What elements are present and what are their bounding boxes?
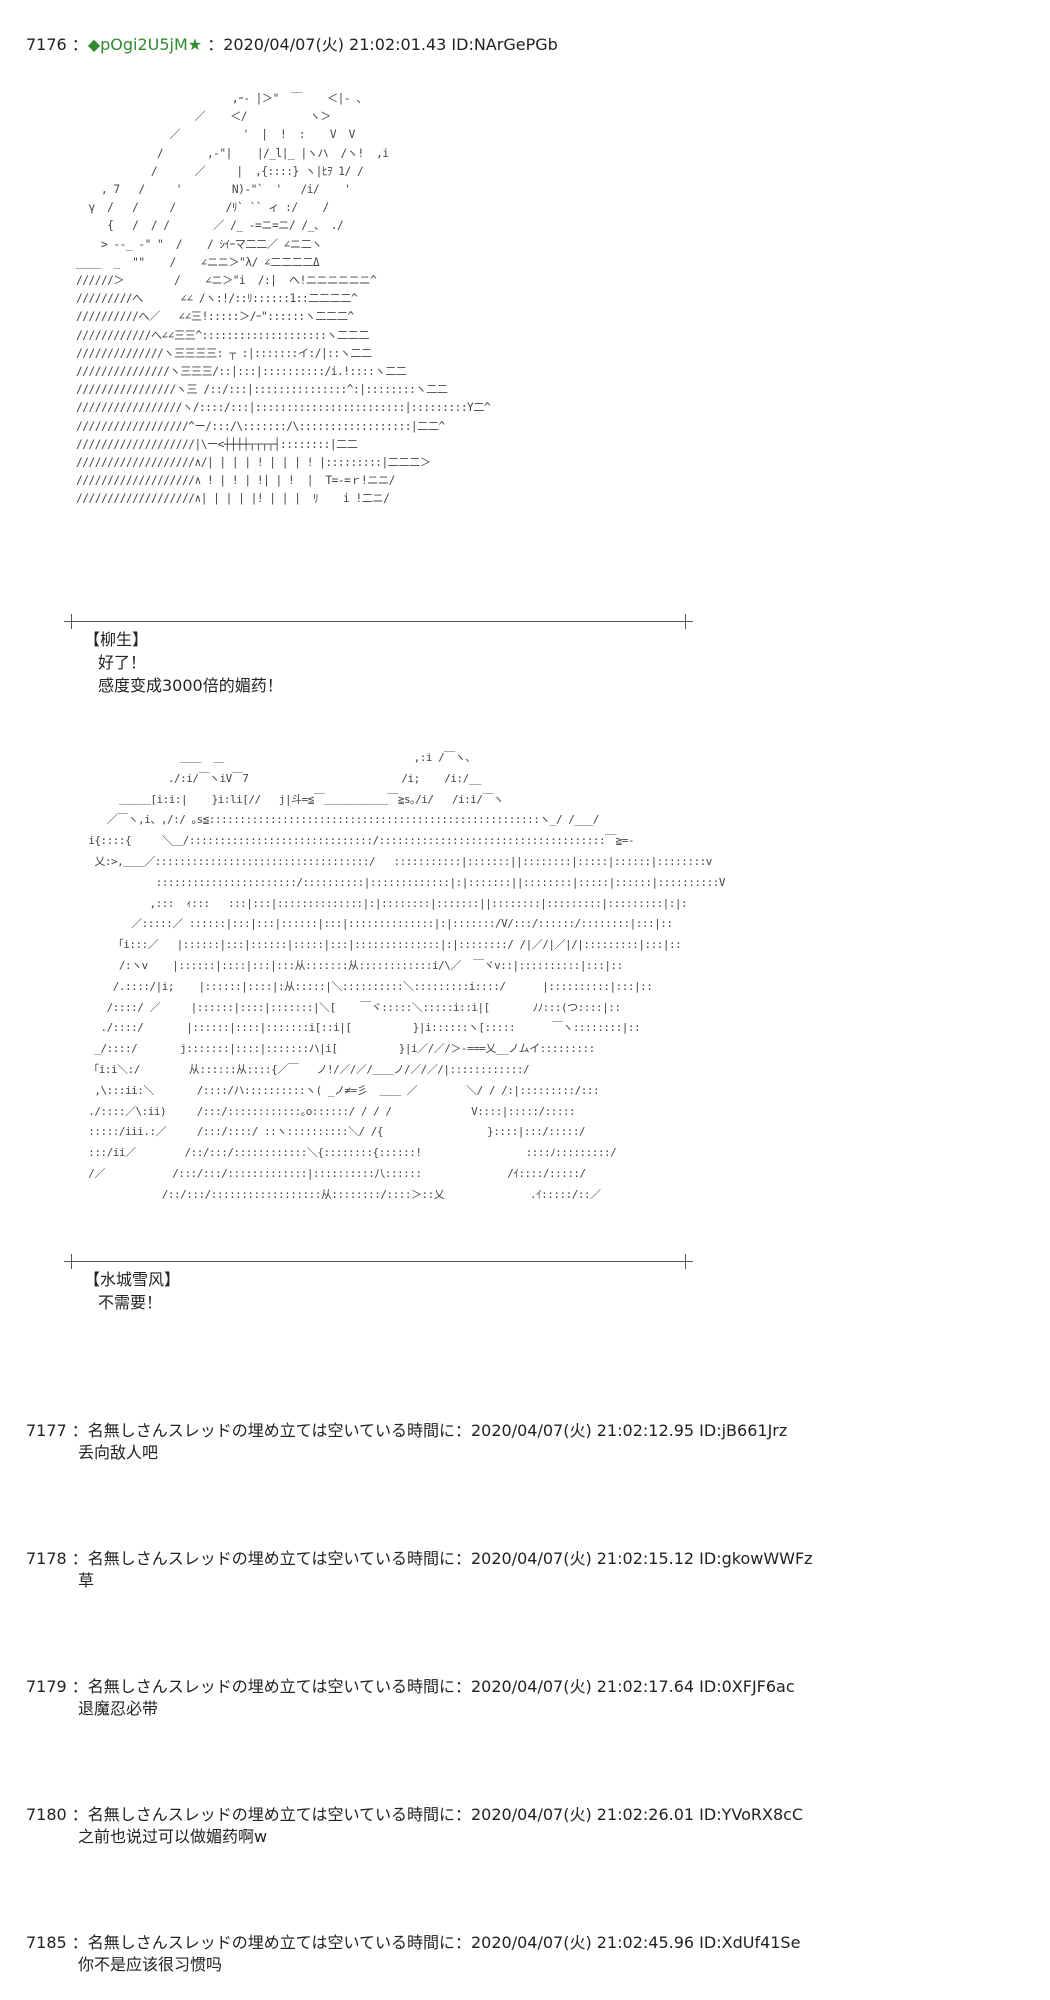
post-number: 7180 (26, 1805, 67, 1824)
divider-line (72, 621, 686, 622)
post-meta: ：名無しさんスレッドの埋め立ては空いている時間に：2020/04/07(火) 2… (66, 1933, 801, 1952)
post-separator: ： (66, 35, 88, 54)
cross-mark (64, 1254, 79, 1269)
ascii-art-yagyu: ,ｰ‐ |＞" ￣ ＜|- 、 ／ ＜/ ヽ＞ ／ ' | ! : V V / … (76, 92, 491, 506)
post-header: 7176 ：◆pOgi2U5jM★ ：2020/04/07(火) 21:02:0… (26, 34, 558, 56)
speaker-label: 【水城雪风】 (84, 1270, 181, 1289)
post-meta: ：名無しさんスレッドの埋め立ては空いている時間に：2020/04/07(火) 2… (66, 1421, 788, 1440)
post-header: 7177 ：名無しさんスレッドの埋め立ては空いている時間に：2020/04/07… (26, 1420, 787, 1442)
speech-line: 好了！ (98, 653, 147, 672)
post-7185: 7185 ：名無しさんスレッドの埋め立ては空いている時間に：2020/04/07… (26, 1932, 800, 1976)
post-body: 之前也说过可以做媚药啊w (78, 1827, 268, 1846)
post-7180: 7180 ：名無しさんスレッドの埋め立ては空いている時間に：2020/04/07… (26, 1804, 803, 1848)
post-number: 7178 (26, 1549, 67, 1568)
post-7177: 7177 ：名無しさんスレッドの埋め立ては空いている時間に：2020/04/07… (26, 1420, 787, 1464)
post-number: 7179 (26, 1677, 67, 1696)
post-number: 7185 (26, 1933, 67, 1952)
post-meta: ：名無しさんスレッドの埋め立ては空いている時間に：2020/04/07(火) 2… (66, 1549, 813, 1568)
speaker-label: 【柳生】 (84, 630, 149, 649)
post-body: 丢向敌人吧 (78, 1443, 159, 1462)
post-body: 你不是应该很习惯吗 (78, 1955, 223, 1974)
speech-yagyu: 【柳生】 好了！ 感度变成3000倍的媚药！ (84, 628, 283, 697)
post-header: 7178 ：名無しさんスレッドの埋め立ては空いている時間に：2020/04/07… (26, 1548, 813, 1570)
post-7176: 7176 ：◆pOgi2U5jM★ ：2020/04/07(火) 21:02:0… (26, 34, 558, 56)
speech-line: 不需要！ (98, 1293, 163, 1312)
ascii-art-mizuki: ＿＿ ＿ ,:i /￣ヽ、 ./:i/￣ヽiV￣7 /i; /i:/__ ＿＿＿… (88, 751, 725, 1201)
post-header: 7180 ：名無しさんスレッドの埋め立ては空いている時間に：2020/04/07… (26, 1804, 803, 1826)
post-header: 7179 ：名無しさんスレッドの埋め立ては空いている時間に：2020/04/07… (26, 1676, 795, 1698)
divider-line (72, 1261, 686, 1262)
tripcode: pOgi2U5jM (100, 35, 188, 54)
post-number: 7176 (26, 35, 67, 54)
post-header: 7185 ：名無しさんスレッドの埋め立ては空いている時間に：2020/04/07… (26, 1932, 800, 1954)
star-icon: ★ (187, 35, 203, 54)
cross-mark (64, 614, 79, 629)
post-meta: ：名無しさんスレッドの埋め立ては空いている時間に：2020/04/07(火) 2… (66, 1805, 804, 1824)
cross-mark (678, 1254, 693, 1269)
speech-line: 感度变成3000倍的媚药！ (98, 676, 283, 695)
post-number: 7177 (26, 1421, 67, 1440)
post-7179: 7179 ：名無しさんスレッドの埋め立ては空いている時間に：2020/04/07… (26, 1676, 795, 1720)
post-body: 草 (78, 1571, 95, 1590)
cross-mark (678, 614, 693, 629)
post-meta: ：名無しさんスレッドの埋め立ては空いている時間に：2020/04/07(火) 2… (66, 1677, 795, 1696)
post-meta: ：2020/04/07(火) 21:02:01.43 ID:NArGePGb (202, 35, 558, 54)
post-7178: 7178 ：名無しさんスレッドの埋め立ては空いている時間に：2020/04/07… (26, 1548, 813, 1592)
post-body: 退魔忍必带 (78, 1699, 159, 1718)
trip-diamond-icon: ◆ (87, 35, 101, 54)
speech-mizuki: 【水城雪风】 不需要！ (84, 1268, 180, 1314)
